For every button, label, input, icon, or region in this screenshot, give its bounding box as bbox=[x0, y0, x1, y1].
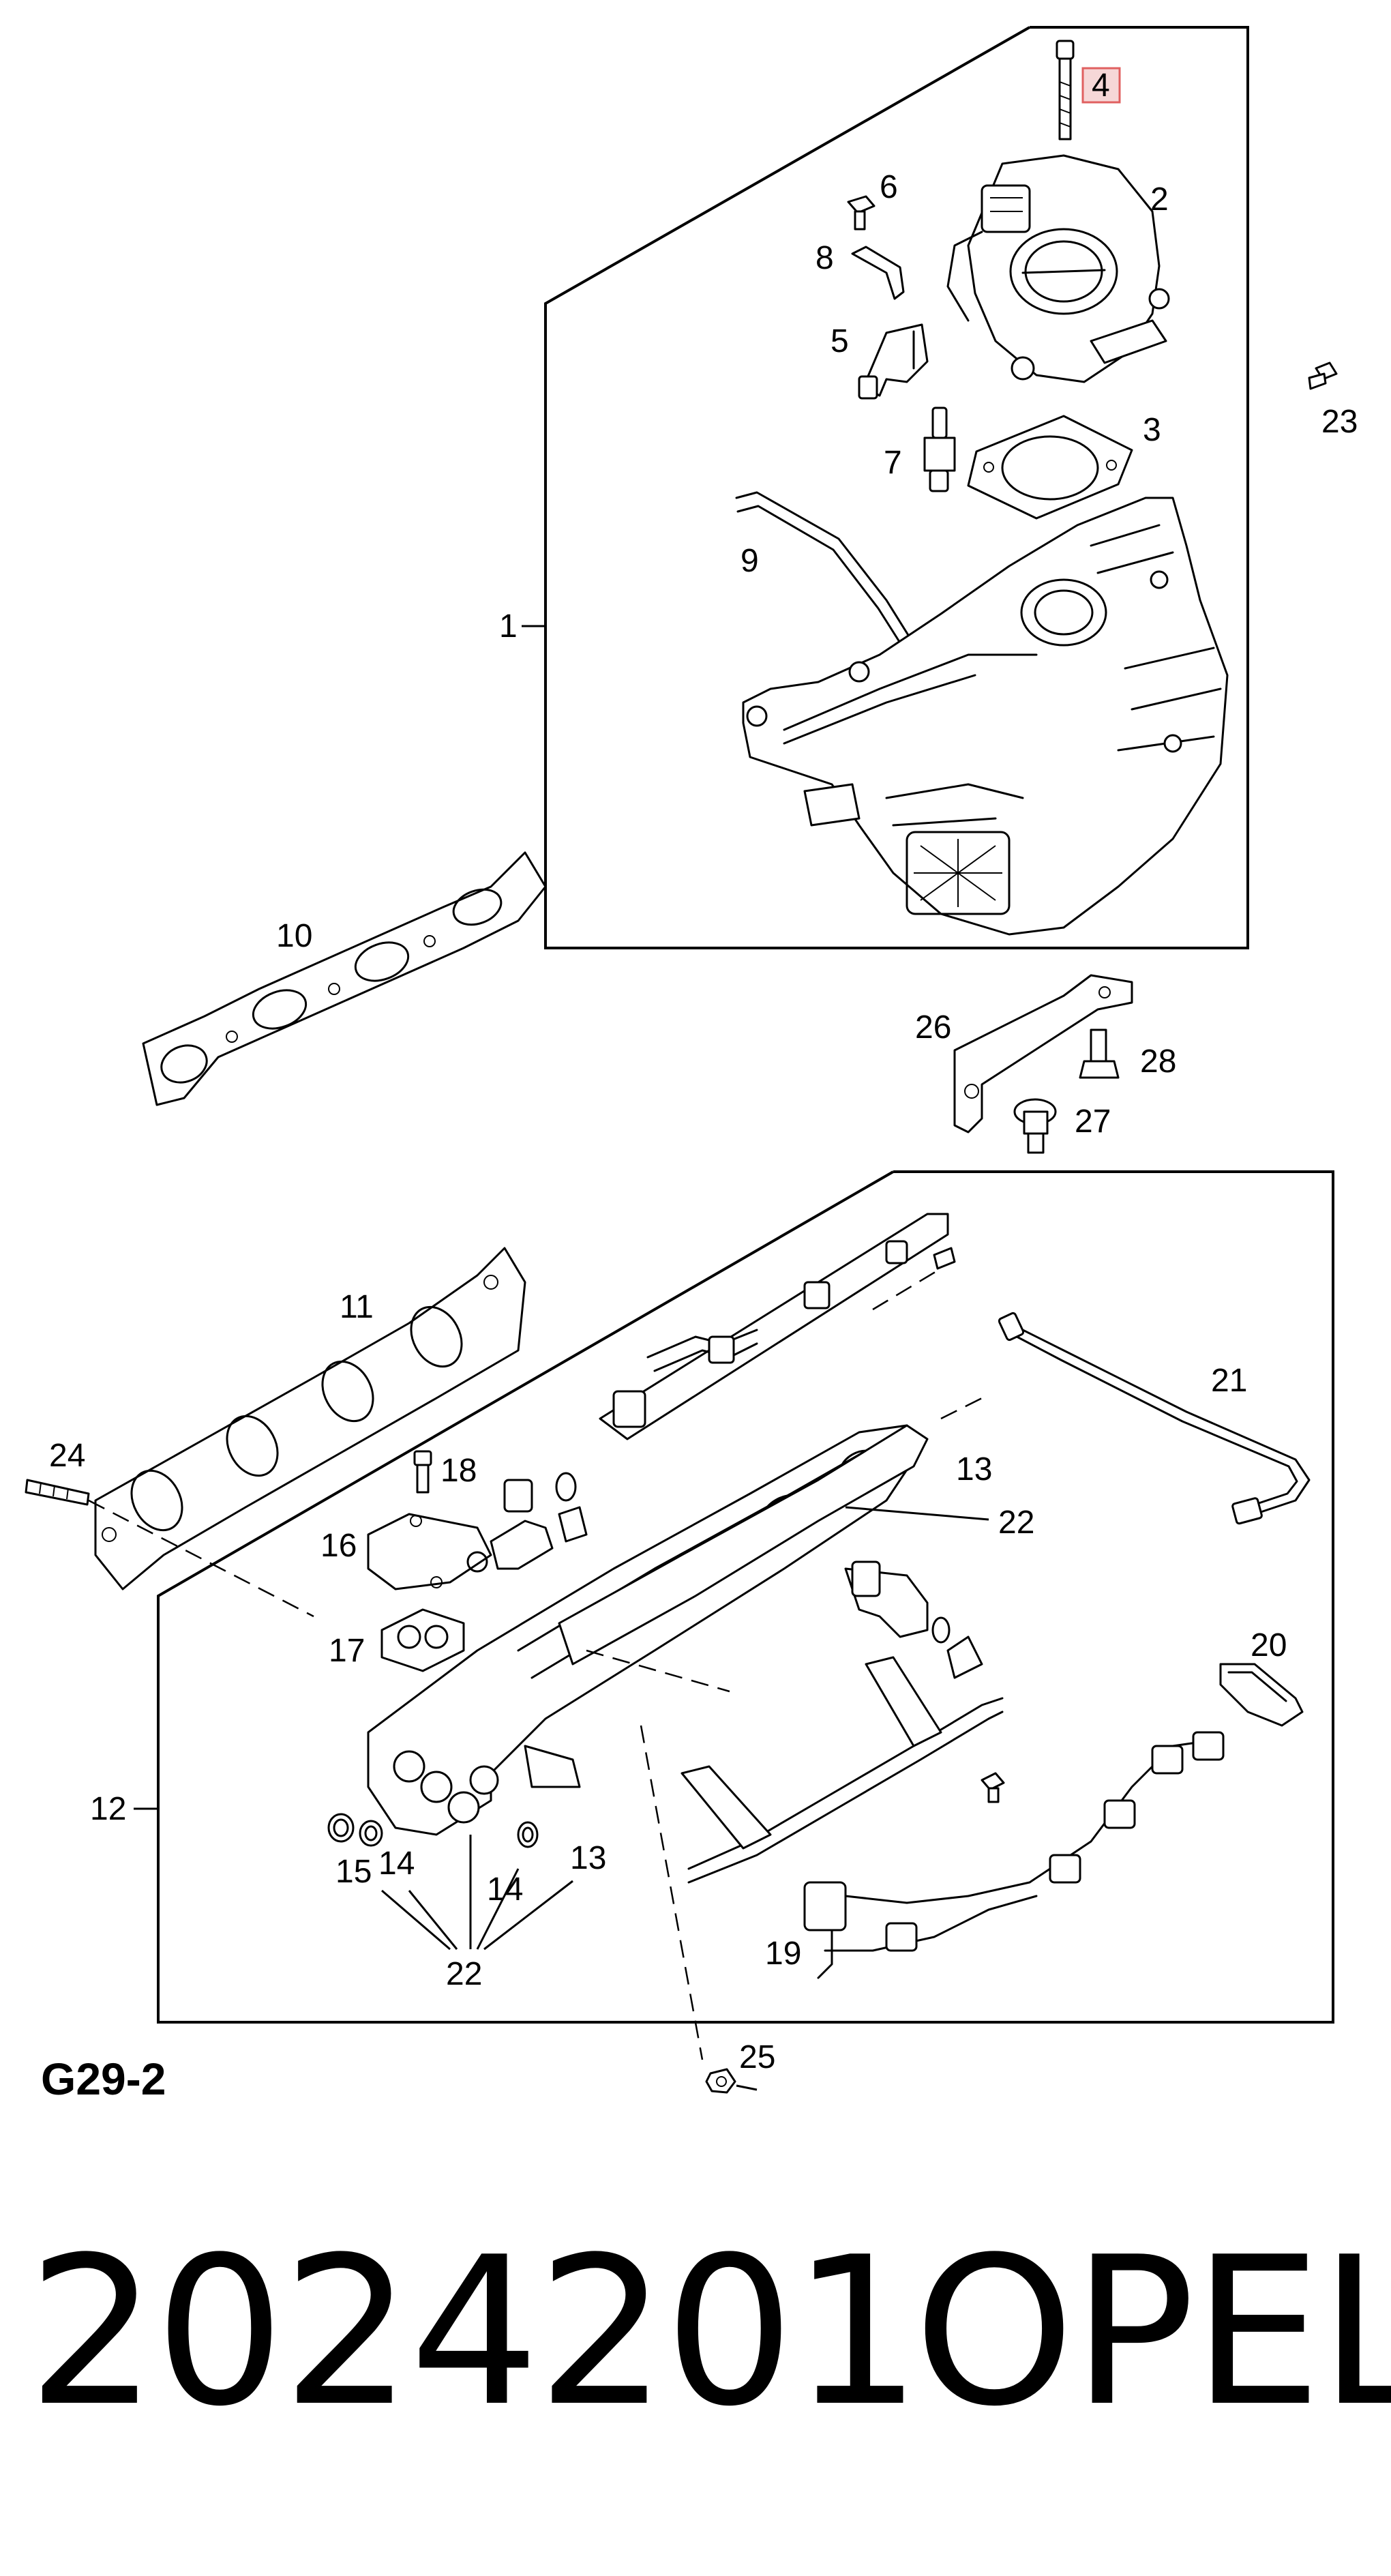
bracket-clip-icon[interactable] bbox=[851, 246, 905, 300]
part-number: 2024201 bbox=[27, 2213, 922, 2451]
bolt-icon[interactable] bbox=[1056, 40, 1075, 140]
upper-group-frame bbox=[544, 26, 1249, 949]
bracket-icon[interactable] bbox=[953, 974, 1133, 1134]
callout-label: 14 bbox=[378, 1846, 415, 1882]
manifold-gasket-icon[interactable] bbox=[142, 851, 547, 1106]
callout-label: 25 bbox=[739, 2039, 775, 2075]
callout-label: 23 bbox=[1321, 404, 1358, 440]
callout-label: 10 bbox=[276, 918, 312, 954]
sensor-cover-icon[interactable] bbox=[1219, 1663, 1304, 1727]
callout-label: 2 bbox=[1150, 181, 1169, 218]
manifold-gasket-icon[interactable] bbox=[558, 1424, 929, 1665]
brand-name: OPEL bbox=[914, 2213, 1391, 2451]
stud-bolt-icon[interactable] bbox=[1079, 1028, 1120, 1079]
highlight-box bbox=[1081, 67, 1121, 104]
screw-icon[interactable] bbox=[413, 1450, 432, 1494]
valve-icon[interactable] bbox=[923, 406, 956, 492]
callout-label: 11 bbox=[340, 1289, 374, 1325]
cover-plate-icon[interactable] bbox=[367, 1513, 492, 1590]
large-gasket-icon[interactable] bbox=[94, 1247, 526, 1590]
callout-label: 28 bbox=[1140, 1043, 1176, 1080]
flange-bolt-icon[interactable] bbox=[1013, 1098, 1057, 1154]
callout-label: 22 bbox=[998, 1505, 1034, 1541]
fuel-line-icon[interactable] bbox=[998, 1312, 1311, 1525]
page-code: G29-2 bbox=[41, 2054, 166, 2104]
callout-label: 24 bbox=[49, 1438, 85, 1474]
connector-clip-icon[interactable] bbox=[946, 1635, 983, 1679]
callout-label: 3 bbox=[1143, 412, 1161, 448]
callout-label: 4 bbox=[1092, 68, 1110, 104]
seal-plate-icon[interactable] bbox=[380, 1608, 465, 1672]
callout-label: 16 bbox=[320, 1528, 357, 1564]
callout-label: 15 bbox=[335, 1854, 372, 1890]
seal-ring-icon[interactable] bbox=[359, 1820, 383, 1847]
fuel-injector-icon[interactable] bbox=[466, 1472, 588, 1573]
callout-label: 18 bbox=[440, 1453, 477, 1489]
callout-label: 6 bbox=[880, 169, 898, 205]
callout-label: 19 bbox=[765, 1936, 801, 1972]
wiring-harness-icon[interactable] bbox=[680, 1656, 1225, 1979]
seal-ring-icon[interactable] bbox=[517, 1821, 539, 1848]
screw-icon[interactable] bbox=[1308, 361, 1338, 390]
fuel-injector-icon[interactable] bbox=[844, 1560, 951, 1644]
throttle-body-icon[interactable] bbox=[946, 154, 1170, 383]
callout-label: 12 bbox=[90, 1791, 126, 1827]
callout-label: 7 bbox=[884, 445, 902, 481]
nut-icon[interactable] bbox=[705, 2068, 758, 2094]
gasket-icon[interactable] bbox=[967, 415, 1133, 520]
callout-label: 1 bbox=[499, 608, 518, 645]
lower-group-frame bbox=[157, 1170, 1334, 2024]
stud-icon[interactable] bbox=[25, 1479, 90, 1506]
callout-label: 14 bbox=[487, 1871, 523, 1908]
callout-label: 17 bbox=[329, 1633, 365, 1669]
intake-manifold-icon[interactable] bbox=[742, 497, 1229, 936]
callout-label: 13 bbox=[570, 1840, 606, 1876]
callout-label: 21 bbox=[1211, 1363, 1247, 1399]
callout-label: 8 bbox=[816, 240, 834, 276]
seal-ring-icon[interactable] bbox=[327, 1813, 355, 1843]
callout-label: 22 bbox=[446, 1956, 482, 1992]
screw-icon[interactable] bbox=[847, 195, 876, 231]
callout-label: 9 bbox=[741, 543, 759, 579]
map-sensor-icon[interactable] bbox=[858, 323, 929, 400]
callout-label: 27 bbox=[1075, 1104, 1111, 1140]
callout-label: 13 bbox=[956, 1451, 992, 1487]
screw-icon[interactable] bbox=[981, 1772, 1005, 1803]
fuel-rail-icon[interactable] bbox=[599, 1213, 956, 1440]
callout-label: 26 bbox=[915, 1009, 951, 1046]
callout-label: 5 bbox=[831, 323, 849, 359]
callout-label: 20 bbox=[1251, 1627, 1287, 1663]
